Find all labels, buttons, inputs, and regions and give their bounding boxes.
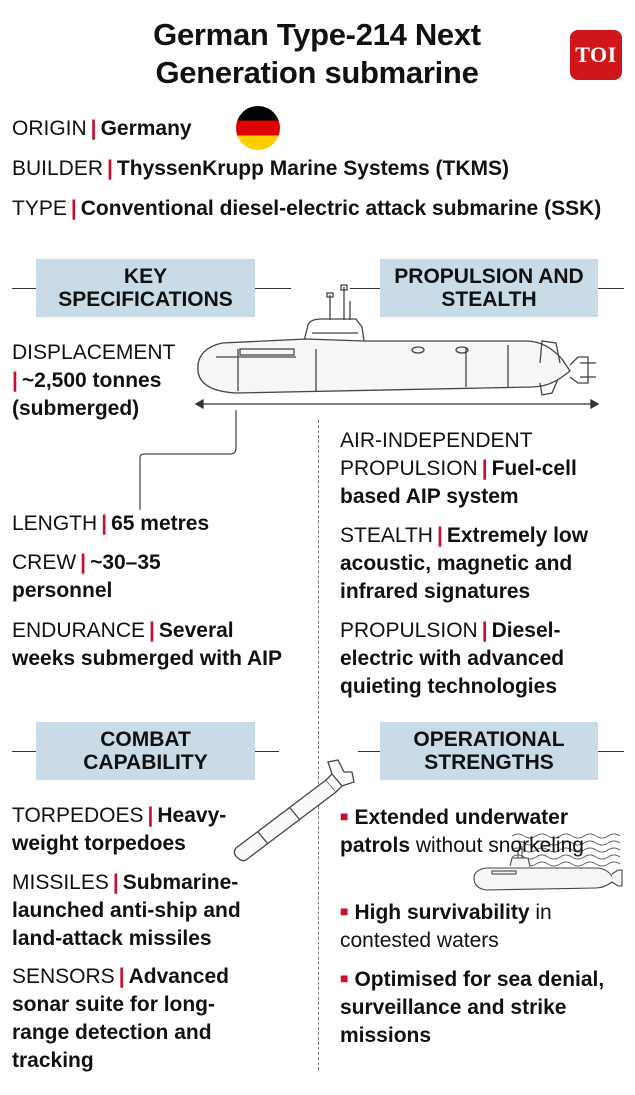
stealth-label: STEALTH xyxy=(340,524,433,547)
strength-rest: without snorkeling xyxy=(415,834,584,857)
strength-bold: High survivability xyxy=(354,901,530,924)
divider-line xyxy=(350,288,380,289)
separator-bar: | xyxy=(12,369,18,392)
connector-line xyxy=(139,410,237,510)
sensors-label: SENSORS xyxy=(12,965,115,988)
aip-value: Fuel-cell based AIP system xyxy=(340,457,577,508)
separator-bar: | xyxy=(436,524,443,547)
strength-rest: in contested waters xyxy=(340,901,552,952)
torpedoes-block: TORPEDOES|Heavy-weight torpedoes xyxy=(12,802,252,858)
crew-value: ~30–35 personnel xyxy=(12,551,161,602)
crew-label: CREW xyxy=(12,551,77,574)
stealth-block: STEALTH|Extremely low acoustic, magnetic… xyxy=(340,522,620,606)
builder-row: BUILDER|ThyssenKrupp Marine Systems (TKM… xyxy=(12,155,509,182)
separator-bar: | xyxy=(118,965,125,988)
combat-header: COMBAT CAPABILITY xyxy=(36,722,255,780)
separator-bar: | xyxy=(481,457,488,480)
strength-bold: Optimised for sea denial, surveillance a… xyxy=(340,968,605,1047)
key-specs-header: KEY SPECIFICATIONS xyxy=(36,259,255,317)
length-value: 65 metres xyxy=(111,512,210,535)
torpedoes-value: Heavy-weight torpedoes xyxy=(12,804,227,855)
divider-line xyxy=(12,288,36,289)
torpedo-illustration xyxy=(233,759,355,862)
separator-bar: | xyxy=(112,871,119,894)
torpedoes-label: TORPEDOES xyxy=(12,804,144,827)
separator-bar: | xyxy=(147,804,154,827)
propulsion-value: Diesel-electric with advanced quieting t… xyxy=(340,619,565,698)
displacement-label: DISPLACEMENT xyxy=(12,341,176,364)
submarine-illustration xyxy=(194,284,600,410)
displacement-value: ~2,500 tonnes (submerged) xyxy=(12,369,162,420)
divider-line xyxy=(255,288,291,289)
toi-logo: TOI xyxy=(570,30,622,80)
divider-line xyxy=(598,751,624,752)
center-divider xyxy=(318,420,319,1070)
strengths-header: OPERATIONAL STRENGTHS xyxy=(380,722,598,780)
missiles-value: Submarine-launched anti-ship and land-at… xyxy=(12,871,241,950)
separator-bar: | xyxy=(101,512,108,535)
aip-block: AIR-INDEPENDENT PROPULSION|Fuel-cell bas… xyxy=(340,427,630,511)
sensors-value: Advanced sonar suite for long-range dete… xyxy=(12,965,229,1072)
separator-bar: | xyxy=(107,157,113,180)
stealth-value: Extremely low acoustic, magnetic and inf… xyxy=(340,524,589,603)
separator-bar: | xyxy=(149,619,155,642)
builder-value: ThyssenKrupp Marine Systems (TKMS) xyxy=(116,157,510,180)
strength-item: ■Extended underwater patrols without sno… xyxy=(340,802,626,860)
builder-label: BUILDER xyxy=(12,157,104,180)
propulsion-label: PROPULSION xyxy=(340,619,478,642)
missiles-block: MISSILES|Submarine-launched anti-ship an… xyxy=(12,869,287,953)
displacement-block: DISPLACEMENT |~2,500 tonnes (submerged) xyxy=(12,339,207,423)
page-title: German Type-214 Next Generation submarin… xyxy=(153,17,481,90)
origin-row: ORIGIN|Germany xyxy=(12,115,192,142)
separator-bar: | xyxy=(70,197,77,220)
divider-line xyxy=(598,288,624,289)
type-row: TYPE|Conventional diesel-electric attack… xyxy=(12,195,624,222)
separator-bar: | xyxy=(481,619,488,642)
submarine-waves-illustration xyxy=(473,833,623,891)
divider-line xyxy=(358,751,380,752)
bullet-icon: ■ xyxy=(340,808,349,824)
missiles-label: MISSILES xyxy=(12,871,109,894)
strength-bold: Extended underwater patrols xyxy=(340,806,569,857)
origin-label: ORIGIN xyxy=(12,117,87,140)
divider-line xyxy=(255,751,279,752)
separator-bar: | xyxy=(90,117,97,140)
bullet-icon: ■ xyxy=(340,970,349,986)
germany-flag-icon xyxy=(236,106,280,150)
aip-label: AIR-INDEPENDENT PROPULSION xyxy=(340,429,533,480)
endurance-value: Several weeks submerged with AIP xyxy=(12,619,282,670)
type-label: TYPE xyxy=(12,197,67,220)
divider-line xyxy=(12,751,36,752)
crew-block: CREW|~30–35 personnel xyxy=(12,549,232,605)
origin-value: Germany xyxy=(100,117,192,140)
sensors-block: SENSORS|Advanced sonar suite for long-ra… xyxy=(12,963,267,1075)
length-label: LENGTH xyxy=(12,512,98,535)
strength-item: ■ High survivability in contested waters xyxy=(340,897,626,955)
endurance-block: ENDURANCE|Several weeks submerged with A… xyxy=(12,617,302,673)
type-value: Conventional diesel-electric attack subm… xyxy=(80,197,602,220)
bullet-icon: ■ xyxy=(340,903,349,919)
propulsion-header: PROPULSION AND STEALTH xyxy=(380,259,598,317)
endurance-label: ENDURANCE xyxy=(12,619,146,642)
strength-item: ■Optimised for sea denial, surveillance … xyxy=(340,964,626,1050)
separator-bar: | xyxy=(80,551,87,574)
length-block: LENGTH|65 metres xyxy=(12,510,302,538)
propulsion-block: PROPULSION|Diesel-electric with advanced… xyxy=(340,617,615,701)
